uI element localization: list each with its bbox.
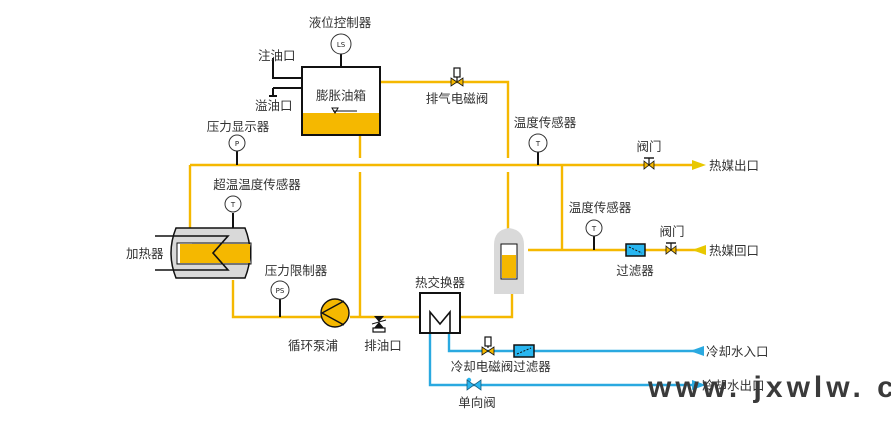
expansion-tank-label: 膨胀油箱 [316,88,366,103]
return-valve[interactable] [665,242,677,255]
return-arrow-icon [692,245,706,255]
vent-solenoid-valve[interactable] [450,67,464,87]
level-controller-label: 液位控制器 [309,15,372,30]
oil-fill-port-label: 注油口 [258,48,296,63]
pressure-display-label: 压力显示器 [207,119,270,134]
pressure-limiter-tag: PS [276,287,285,295]
heat-exchanger[interactable] [419,292,461,334]
vent-solenoid-valve-label: 排气电磁阀 [426,91,489,106]
level-marker-icon [331,107,339,114]
water-filter[interactable] [513,344,535,358]
drain-valve[interactable] [371,316,387,333]
expansion-tank[interactable]: 膨胀油箱 [301,66,381,136]
temp-sensor-top-gauge[interactable] [528,133,548,153]
water-filter-label: 过滤器 [513,359,551,374]
pipe-cooling-outlet [428,333,700,387]
pipe-heater-to-pump [231,280,322,319]
water-inlet-arrow-icon [690,346,704,356]
overflow-port-label: 溢油口 [255,98,293,113]
cooling-solenoid-valve-label: 冷却电磁阀 [451,359,514,374]
overflow-pipe [269,87,302,97]
pipe-cooling-inlet [447,333,700,353]
fill-port-pipe [272,58,302,79]
return-valve-label: 阀门 [659,224,684,239]
circulation-pump[interactable] [320,298,350,328]
water-pipes [428,333,700,387]
oil-filter-label: 过滤器 [616,263,654,278]
heat-exchanger-label: 热交换器 [415,275,466,290]
heater[interactable] [155,227,252,279]
heater-label: 加热器 [126,246,164,261]
circulation-pump-label: 循环泵浦 [288,338,338,353]
overtemp-sensor-label: 超温温度传感器 [213,177,301,192]
temp-sensor-top-label: 温度传感器 [514,115,577,130]
temp-sensor-return-tag: T [591,225,597,233]
separator-vessel[interactable] [494,228,524,294]
pipe-hx-to-separator [460,293,514,319]
cooling-water-outlet-label: 冷却水出口 [702,378,765,393]
pipe-tank-to-vent [380,80,510,158]
drain-port-label: 排油口 [364,338,402,353]
check-valve-label: 单向阀 [458,395,496,410]
heat-medium-outlet-label: 热媒出口 [709,158,759,173]
heat-medium-return-label: 热媒回口 [709,243,759,258]
outlet-valve[interactable] [643,157,655,170]
cooling-water-inlet-label: 冷却水入口 [706,344,769,359]
outlet-valve-label: 阀门 [636,139,661,154]
overtemp-sensor-gauge[interactable] [224,195,242,213]
pressure-limiter-gauge[interactable] [270,280,290,300]
level-controller-gauge[interactable] [330,33,352,55]
pressure-limiter-label: 压力限制器 [265,263,328,278]
outlet-arrow-icon [692,160,706,170]
water-outlet-arrow-icon [692,380,706,390]
watermark-text: www. jxwlw. cn [647,371,891,404]
temp-sensor-return-label: 温度传感器 [569,200,632,215]
temp-sensor-top-tag: T [535,140,541,148]
check-valve[interactable] [466,377,482,391]
pressure-display-tag: P [235,140,239,148]
oil-pipes [188,80,700,319]
cooling-solenoid-valve[interactable] [481,336,495,356]
overtemp-sensor-tag: T [230,201,236,209]
level-controller-tag: LS [337,41,346,49]
oil-filter[interactable] [625,243,646,257]
pressure-display-gauge[interactable] [228,134,246,152]
temp-sensor-return-gauge[interactable] [585,219,603,237]
